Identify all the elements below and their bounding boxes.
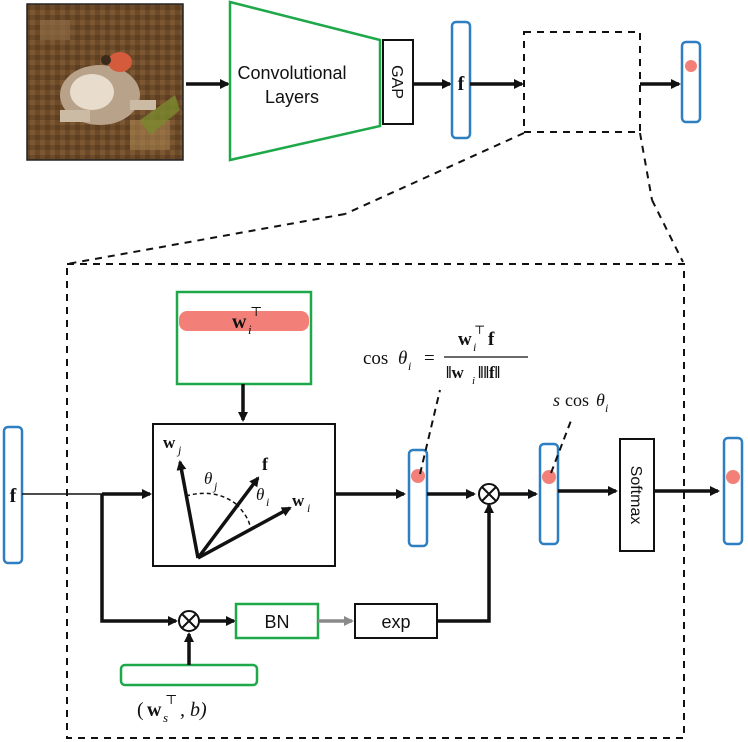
softmax-label: Softmax bbox=[627, 466, 644, 525]
cos-lhs-sub: i bbox=[408, 359, 411, 373]
vector-wj bbox=[176, 460, 200, 559]
param-w: w bbox=[147, 699, 162, 721]
cos-den-sub: i bbox=[472, 375, 475, 387]
exp-label: exp bbox=[381, 612, 410, 632]
scaled-s: s bbox=[553, 390, 560, 410]
theta-i-sub: i bbox=[266, 495, 269, 509]
feature-f-label-top: f bbox=[458, 73, 465, 95]
wi-label-sub: i bbox=[307, 501, 310, 515]
scaled-sub: i bbox=[605, 401, 608, 415]
param-rest: , b) bbox=[180, 699, 207, 721]
exp-block bbox=[354, 603, 438, 639]
theta-j-sub: j bbox=[212, 479, 218, 493]
cos-activation bbox=[411, 469, 425, 483]
param-vector bbox=[119, 663, 259, 687]
param-sup: ⊤ bbox=[165, 692, 177, 707]
weight-row-sup: ⊤ bbox=[250, 304, 262, 319]
softmax-block bbox=[619, 438, 655, 552]
output-activation-detail bbox=[726, 470, 740, 484]
scaled-activation bbox=[542, 470, 556, 484]
exp-to-multiply-path bbox=[437, 503, 494, 623]
cos-eq: = bbox=[424, 348, 435, 369]
input-feature-vector bbox=[2, 425, 24, 565]
weight-row-highlight bbox=[179, 311, 309, 331]
multiply-bottom-cross-b bbox=[181, 613, 197, 629]
output-vector-top bbox=[680, 40, 702, 124]
cos-num-sup: ⊤ bbox=[474, 323, 485, 337]
cos-den-rest: ‖‖f‖ bbox=[478, 363, 500, 382]
cos-vector bbox=[407, 448, 429, 548]
gap-label: GAP bbox=[388, 65, 405, 99]
vector-f bbox=[196, 476, 260, 560]
wj-label-sub: j bbox=[176, 443, 182, 457]
weight-row-base: w bbox=[232, 311, 247, 333]
cos-num-f: f bbox=[488, 329, 495, 350]
param-open: ( bbox=[137, 699, 144, 721]
scaled-theta: θ bbox=[596, 390, 605, 410]
cos-lhs-cos: cos bbox=[363, 348, 388, 369]
vector-wi bbox=[197, 506, 292, 560]
conv-label-line1: Convolutional bbox=[237, 63, 346, 83]
feature-vector-top bbox=[450, 20, 472, 140]
cos-den: ‖w bbox=[446, 363, 465, 382]
conv-label-line2: Layers bbox=[265, 87, 319, 107]
weight-matrix-box bbox=[175, 290, 313, 386]
cos-num-w: w bbox=[458, 329, 472, 350]
zoom-connector-right bbox=[639, 132, 653, 201]
param-label: ( w s ⊤ , b) bbox=[137, 692, 207, 725]
zoom-connector-left-lower bbox=[66, 213, 346, 265]
gap-block bbox=[382, 39, 414, 125]
wj-label-base: w bbox=[163, 433, 176, 452]
input-feature-label: f bbox=[10, 485, 17, 507]
angle-vectors bbox=[176, 460, 292, 560]
module-placeholder-box bbox=[523, 31, 641, 133]
cos-formula: cos θ i = w i ⊤ f ‖w i ‖‖f‖ bbox=[363, 323, 528, 387]
frog-figure bbox=[60, 52, 180, 135]
scaled-callout-line bbox=[550, 417, 573, 474]
cos-lhs-theta: θ bbox=[398, 348, 407, 369]
wi-label-base: w bbox=[292, 491, 305, 510]
input-to-multiply-path bbox=[100, 494, 178, 626]
weight-row-sub: i bbox=[248, 322, 252, 337]
scaled-label: s cos θ i bbox=[553, 390, 608, 415]
theta-i-base: θ bbox=[256, 485, 264, 504]
cos-callout-line bbox=[419, 389, 441, 475]
scaled-cos: cos bbox=[565, 390, 589, 410]
output-vector-detail bbox=[722, 436, 744, 546]
cos-num-sub: i bbox=[473, 340, 476, 354]
weight-row-label: w i ⊤ bbox=[232, 304, 262, 337]
multiply-right-cross-b bbox=[481, 486, 497, 502]
bn-label: BN bbox=[264, 612, 289, 632]
f-vector-label: f bbox=[262, 454, 269, 474]
bn-block bbox=[234, 602, 320, 640]
param-sub: s bbox=[163, 710, 168, 725]
output-activation-top bbox=[685, 60, 697, 72]
theta-j-base: θ bbox=[204, 469, 212, 488]
arc-theta-i bbox=[235, 503, 251, 527]
zoom-connector-right-lower bbox=[651, 199, 684, 263]
input-image bbox=[26, 3, 184, 161]
zoom-connector-left bbox=[344, 132, 525, 215]
conv-layers-block bbox=[228, 0, 382, 162]
